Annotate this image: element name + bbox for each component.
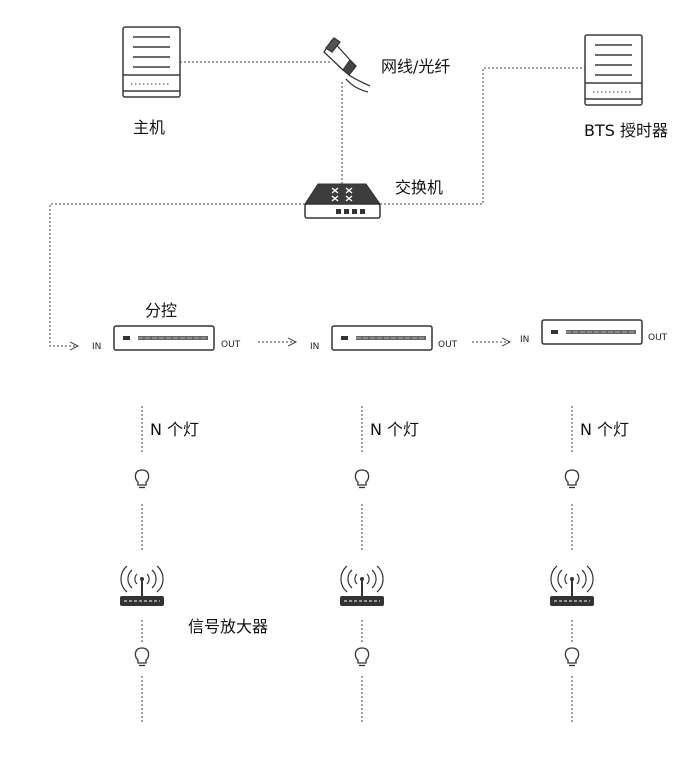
sub2-in-label: IN bbox=[310, 342, 320, 352]
sub-controller-2-icon bbox=[331, 325, 433, 351]
sub1-out-label: OUT bbox=[221, 340, 241, 350]
col1-amplifier-icon bbox=[120, 565, 164, 606]
col3-amplifier-icon bbox=[550, 565, 594, 606]
sub3-in-label: IN bbox=[520, 335, 530, 345]
col2-lamp-count-label: N 个灯 bbox=[370, 420, 420, 439]
switch-to-bts-line bbox=[380, 67, 585, 205]
sub-controller-1-icon bbox=[113, 325, 215, 351]
bts-server-icon bbox=[584, 34, 643, 106]
sub2-out-label: OUT bbox=[438, 340, 458, 350]
host-label: 主机 bbox=[133, 118, 166, 137]
col2-amplifier-icon bbox=[340, 565, 384, 606]
col1-lamp-count-label: N 个灯 bbox=[150, 420, 200, 439]
bts-label: BTS 授时器 bbox=[584, 121, 668, 140]
col1-bulb-1-icon bbox=[134, 469, 150, 489]
col3-lamp-count-label: N 个灯 bbox=[580, 420, 630, 439]
host-server-icon bbox=[122, 26, 181, 98]
cable-label: 网线/光纤 bbox=[381, 57, 451, 76]
sub1-in-label: IN bbox=[92, 342, 102, 352]
cable-connector-icon bbox=[323, 37, 371, 93]
switch-label: 交换机 bbox=[395, 178, 444, 197]
switch-to-sub1-line bbox=[49, 203, 305, 346]
col2-bulb-1-icon bbox=[354, 469, 370, 489]
col3-bulb-1-icon bbox=[564, 469, 580, 489]
switch-icon bbox=[304, 183, 381, 219]
sub3-out-label: OUT bbox=[648, 333, 668, 343]
col1-bulb-2-icon bbox=[134, 647, 150, 667]
sub-controller-label: 分控 bbox=[145, 301, 178, 320]
col2-bulb-2-icon bbox=[354, 647, 370, 667]
col3-bulb-2-icon bbox=[564, 647, 580, 667]
sub-controller-3-icon bbox=[541, 319, 643, 345]
amplifier-label: 信号放大器 bbox=[188, 617, 269, 636]
connection-lines bbox=[49, 61, 585, 724]
